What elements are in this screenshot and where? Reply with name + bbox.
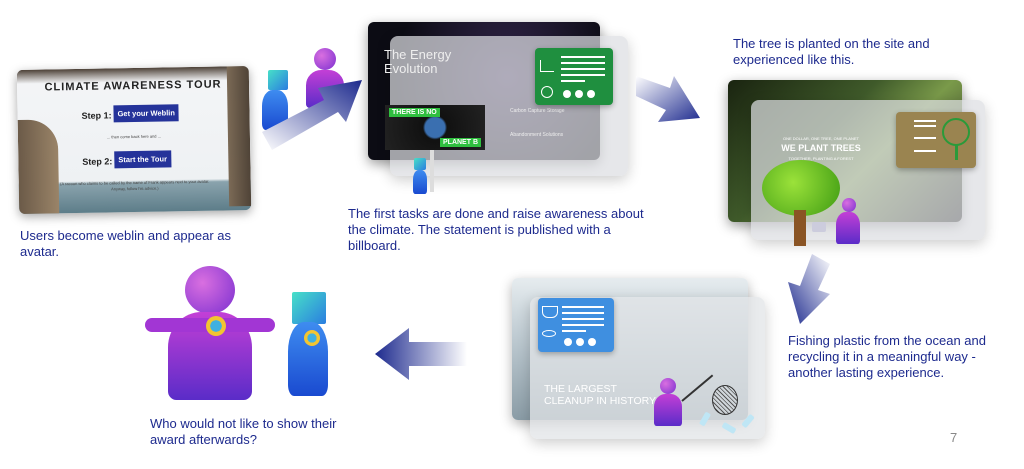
climate-tour-screenshot: CLIMATE AWARENESS TOUR Step 1: Get your …	[16, 65, 252, 215]
watering-can-icon	[812, 222, 826, 232]
get-weblin-button[interactable]: Get your Weblin	[113, 104, 180, 123]
step2-caption: The first tasks are done and raise aware…	[348, 206, 644, 253]
cleanup-title-1: THE LARGEST	[544, 383, 617, 395]
trees-sub: TOGETHER, PLANTING A FOREST	[788, 156, 854, 161]
step2-label: Step 2:	[82, 156, 113, 167]
award-rosette-icon	[206, 316, 226, 336]
billboard-pole	[430, 150, 434, 192]
page-number: 7	[950, 430, 958, 445]
ocean-info-panel	[538, 298, 614, 352]
billboard-bottom-text: PLANET B	[440, 138, 481, 147]
fishing-net-icon	[712, 385, 738, 415]
fish-icon	[542, 330, 556, 337]
arrow-diagonal-icon	[262, 80, 362, 150]
step5-caption: Who would not like to show their award a…	[150, 416, 337, 447]
chart-info-panel	[535, 48, 613, 105]
award-rosette-icon	[304, 330, 320, 346]
ship-icon	[542, 306, 558, 318]
arrow-down-icon	[788, 254, 830, 324]
energy-title-2: Evolution	[384, 61, 438, 76]
tree-info-panel	[896, 112, 976, 168]
step1-caption: Users become weblin and appear as avatar…	[20, 228, 232, 259]
trees-title: WE PLANT TREES	[781, 143, 861, 153]
start-tour-button[interactable]: Start the Tour	[114, 150, 172, 169]
billboard-top-text: THERE IS NO	[389, 108, 440, 117]
billboard: THERE IS NO PLANET B	[385, 105, 485, 150]
line-chart-icon	[540, 60, 554, 72]
rock-left	[17, 119, 60, 215]
arrow-left-icon	[375, 328, 467, 380]
step4-caption: Fishing plastic from the ocean and recyc…	[788, 333, 986, 380]
section-abandonment: Abandonment Solutions	[510, 132, 564, 138]
cleanup-title-2: CLEANUP IN HISTORY	[544, 395, 657, 407]
step3-caption: The tree is planted on the site and expe…	[733, 36, 930, 67]
tree-icon	[942, 118, 970, 146]
pie-chart-icon	[541, 86, 553, 98]
step1-label: Step 1:	[81, 110, 112, 121]
section-carbon: Carbon Capture Storage	[510, 108, 565, 114]
energy-title-1: The Energy	[384, 47, 452, 62]
trees-kicker: ONE DOLLAR, ONE TREE, ONE PLANET	[783, 136, 859, 141]
arrow-down-right-icon	[636, 76, 700, 122]
